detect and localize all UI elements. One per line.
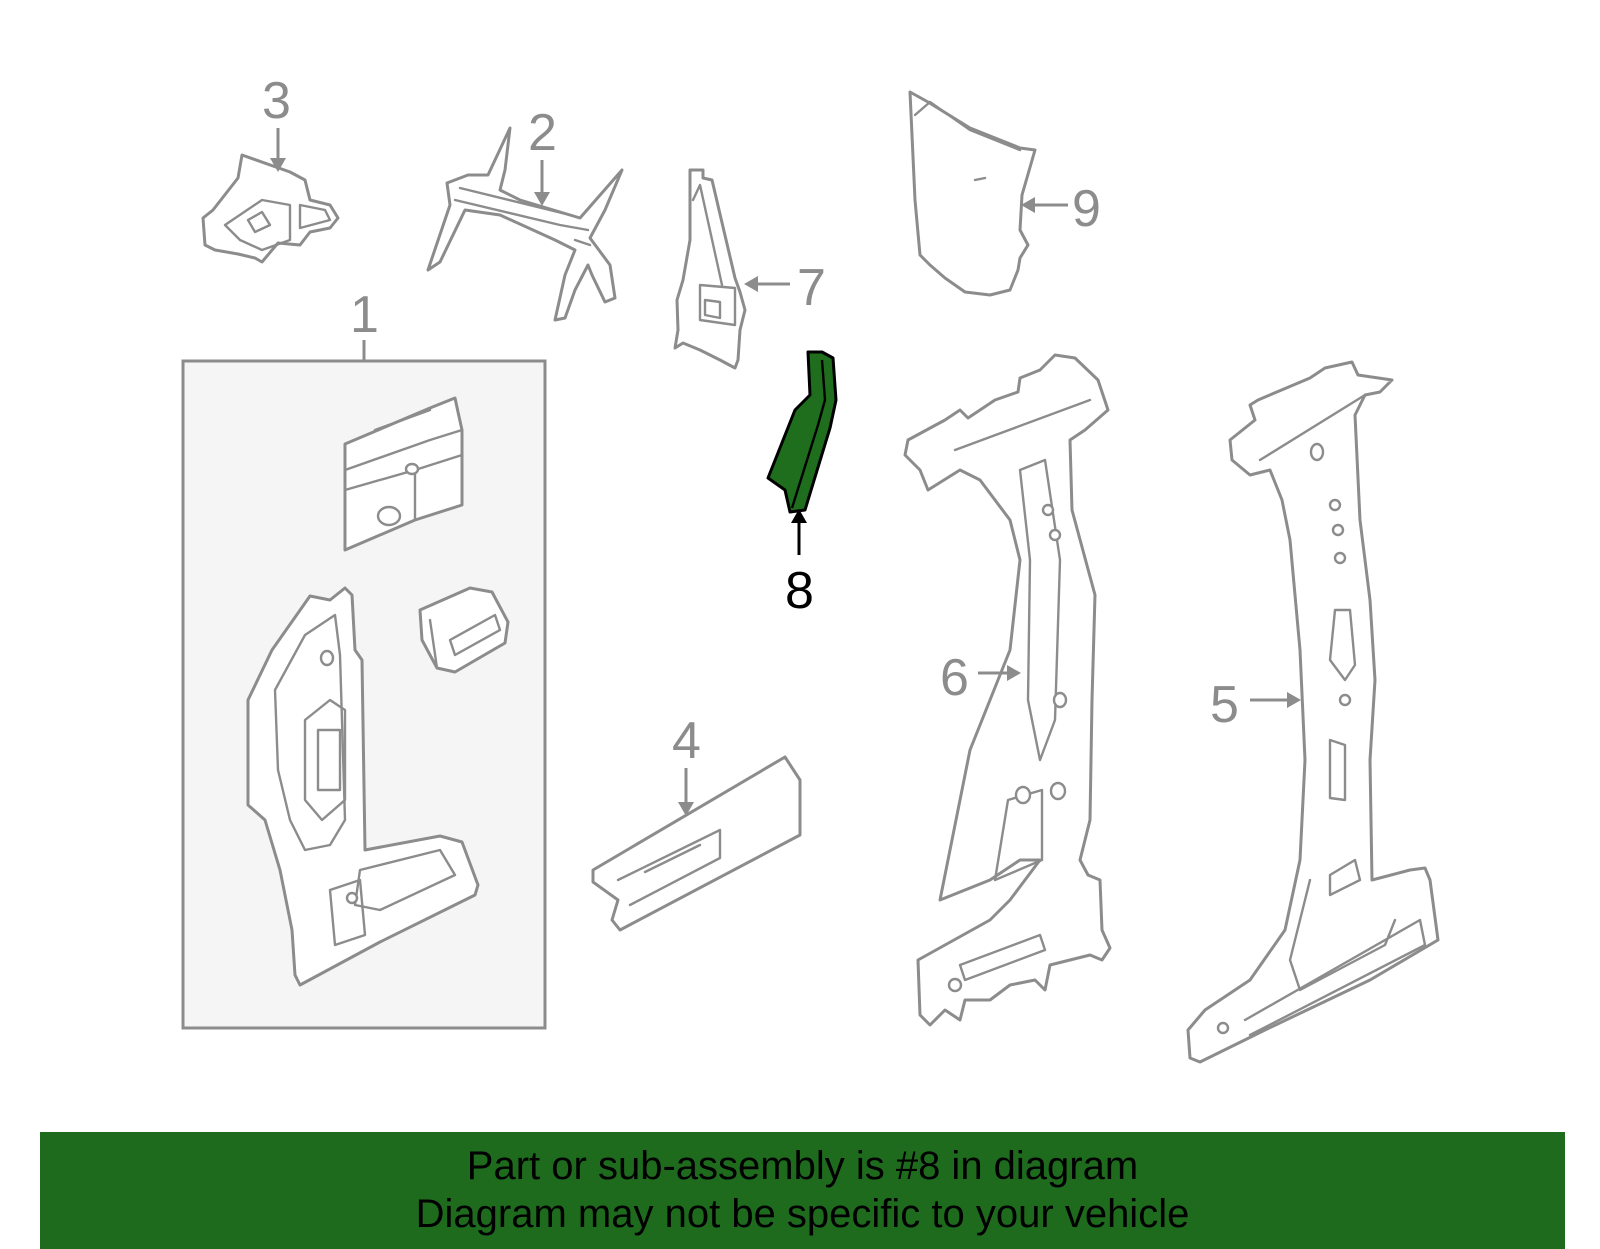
- callout-1: 1: [350, 286, 379, 344]
- part-4-rail: [591, 755, 802, 932]
- part-8-highlighted-reinforcement: [766, 350, 838, 514]
- part-1-upper-bracket: [343, 396, 464, 552]
- callout-8: 8: [785, 562, 814, 620]
- callout-9: 9: [1072, 180, 1101, 238]
- part-1-main-pillar: [246, 586, 480, 987]
- part-6-pillar: [903, 353, 1112, 1027]
- callout-3: 3: [262, 72, 291, 130]
- part-5-pillar: [1186, 360, 1440, 1064]
- callout-6: 6: [940, 649, 969, 707]
- part-7-reinforcement: [673, 168, 747, 370]
- part-1-small-block: [418, 586, 510, 674]
- callout-7: 7: [797, 259, 826, 317]
- part-9-panel: [908, 90, 1037, 297]
- banner-line-2: Diagram may not be specific to your vehi…: [415, 1192, 1190, 1236]
- callout-4: 4: [672, 712, 701, 770]
- part-2-crossmember: [426, 126, 624, 322]
- info-banner: Part or sub-assembly is #8 in diagram Di…: [40, 1132, 1565, 1249]
- callout-5: 5: [1210, 676, 1239, 734]
- part-3-bracket: [201, 153, 340, 264]
- banner-line-1: Part or sub-assembly is #8 in diagram: [466, 1144, 1139, 1188]
- callout-2: 2: [528, 104, 557, 162]
